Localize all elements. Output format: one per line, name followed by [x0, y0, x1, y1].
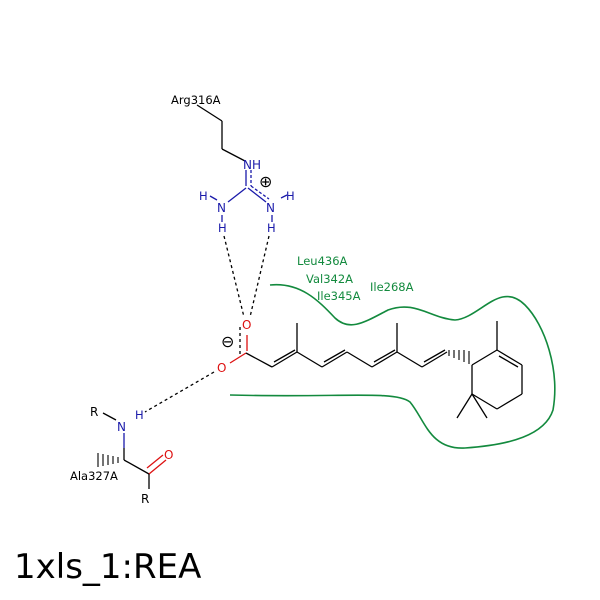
atom-h-right-outer: H — [286, 189, 295, 203]
residue-label-ile345a: Ile345A — [317, 289, 361, 303]
residue-label-ile268a: Ile268A — [370, 280, 414, 294]
charge-minus-icon: ⊖ — [221, 332, 234, 351]
atom-ala-h: H — [135, 408, 144, 422]
atom-n-right: N — [266, 201, 275, 215]
alanine-backbone — [102, 412, 167, 489]
atom-nh-top: NH — [243, 158, 261, 172]
hydrophobic-contour — [229, 283, 556, 449]
residue-label-val342a: Val342A — [306, 272, 353, 286]
diagram-caption: 1xls_1:REA — [14, 547, 202, 587]
stereo-hash-bond — [448, 350, 470, 364]
residue-label-arg316a: Arg316A — [171, 93, 221, 107]
atom-h-left-outer: H — [199, 189, 208, 203]
atom-o-carboxyl-bottom: O — [217, 361, 226, 375]
atom-ala-r2: R — [141, 492, 149, 506]
cyclohexene-ring — [456, 321, 523, 419]
charge-plus-icon: ⊕ — [259, 172, 272, 191]
retinoic-acid-chain — [229, 323, 448, 368]
atom-ala-n: N — [117, 420, 126, 434]
residue-label-ala327a: Ala327A — [70, 469, 118, 483]
atom-ala-o: O — [164, 448, 173, 462]
alanine-hash-bond — [97, 453, 119, 467]
arginine-side-chain — [196, 104, 288, 222]
hydrogen-bonds — [144, 235, 270, 413]
atom-n-left: N — [217, 201, 226, 215]
residue-label-leu436a: Leu436A — [297, 254, 348, 268]
atom-ala-r: R — [90, 405, 98, 419]
atom-h-left-inner: H — [218, 221, 227, 235]
atom-o-carboxyl-top: O — [242, 318, 251, 332]
atom-h-right-inner: H — [267, 221, 276, 235]
